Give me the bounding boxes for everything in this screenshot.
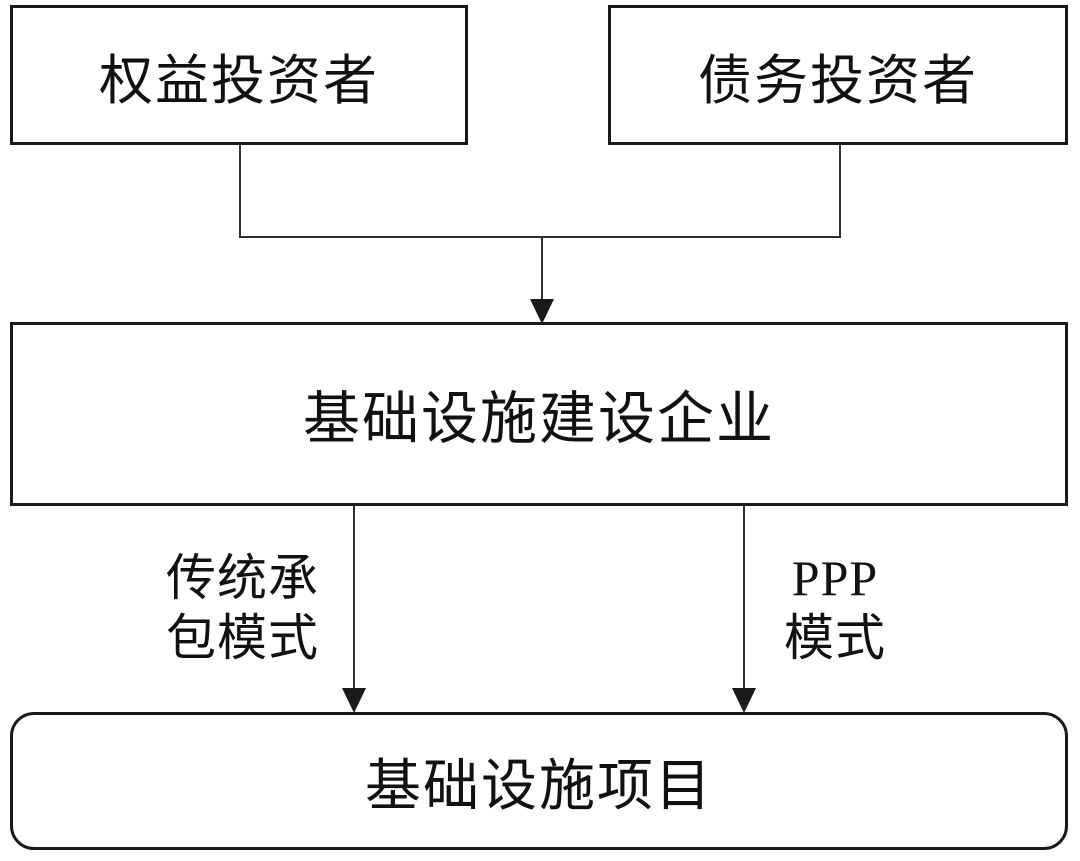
arrowhead-to-enterprise (530, 299, 554, 324)
infrastructure-project-label: 基础设施项目 (365, 755, 713, 818)
equity-investor-box: 权益投资者 (10, 5, 468, 145)
arrowhead-ppp (732, 688, 756, 713)
debt-investor-box: 债务投资者 (608, 5, 1068, 145)
debt-investor-label: 债务投资者 (698, 50, 978, 111)
arrowhead-traditional (342, 688, 366, 713)
infrastructure-project-box: 基础设施项目 (10, 712, 1068, 850)
traditional-contracting-mode-label: 传统承 包模式 (140, 548, 345, 668)
ppp-mode-label: PPP 模式 (760, 548, 910, 668)
infrastructure-enterprise-box: 基础设施建设企业 (10, 322, 1068, 506)
traditional-mode-line1: 传统承 (166, 550, 319, 606)
traditional-mode-line2: 包模式 (166, 610, 319, 666)
equity-investor-label: 权益投资者 (99, 50, 379, 111)
ppp-mode-line2: 模式 (784, 610, 886, 666)
ppp-mode-line1: PPP (791, 550, 879, 606)
infrastructure-enterprise-label: 基础设施建设企业 (303, 388, 775, 451)
